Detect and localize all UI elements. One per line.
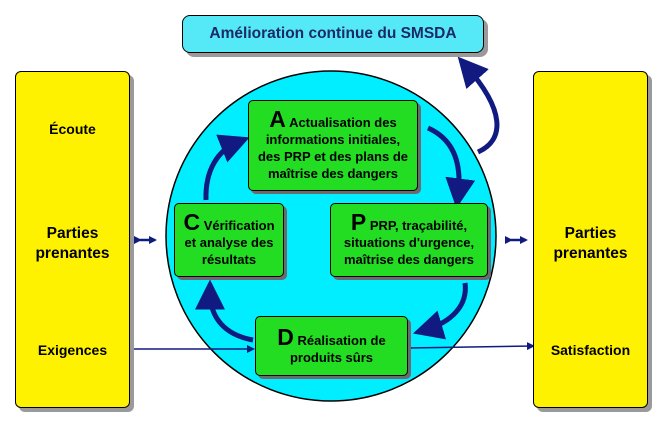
arrow-to-improvement — [457, 56, 500, 155]
arrow-c-to-a — [203, 134, 250, 201]
act-box: A Actualisation des informations initial… — [248, 100, 418, 191]
check-line3: résultats — [201, 252, 257, 267]
do-first-line: D Réalisation de — [277, 323, 386, 350]
do-line2: produits sûrs — [289, 349, 374, 365]
requirements-label: Exigences — [37, 342, 108, 358]
act-first-line: A Actualisation des — [269, 106, 397, 132]
arrow-p-to-d — [413, 282, 468, 340]
continual-improvement-box: Amélioration continue du SMSDA — [182, 15, 484, 53]
plan-first-line: P PRP, traçabilité, — [350, 209, 468, 235]
do-box: D Réalisation de produits sûrs — [255, 316, 408, 376]
do-letter: D — [277, 323, 294, 350]
check-line2: et analyse des — [184, 235, 274, 250]
act-letter: A — [269, 106, 286, 132]
left-stakeholder-panel: Écoute Parties prenantes Exigences — [15, 71, 130, 408]
plan-line3: maîtrise des dangers — [343, 252, 475, 267]
continual-improvement-label: Amélioration continue du SMSDA — [209, 25, 457, 42]
act-line2: informations initiales, — [265, 132, 401, 147]
satisfaction-label: Satisfaction — [550, 342, 631, 358]
plan-box: P PRP, traçabilité, situations d'urgence… — [330, 203, 488, 277]
check-box: C Vérification et analyse des résultats — [174, 203, 284, 277]
right-stakeholders-line1: Parties — [564, 225, 617, 242]
plan-line1: PRP, traçabilité, — [369, 218, 468, 233]
right-stakeholder-panel: Parties prenantes Satisfaction — [533, 71, 648, 408]
plan-line2: situations d'urgence, — [343, 235, 475, 250]
listening-label: Écoute — [49, 121, 96, 137]
plan-letter: P — [350, 209, 367, 235]
arrow-d-to-c — [195, 279, 254, 343]
act-line3: des PRP et des plans de — [257, 149, 409, 164]
satisfaction-flow-line — [407, 342, 535, 351]
arrow-a-to-p — [426, 125, 476, 209]
right-stakeholders-line2: prenantes — [553, 245, 628, 262]
act-line1: Actualisation des — [289, 115, 397, 130]
check-letter: C — [183, 209, 201, 235]
do-line1: Réalisation de — [297, 332, 386, 348]
check-first-line: C Vérification — [183, 209, 275, 235]
act-line4: maîtrise des dangers — [267, 166, 399, 181]
check-line1: Vérification — [203, 218, 275, 233]
left-stakeholders-line1: Parties — [46, 225, 99, 242]
left-stakeholders-line2: prenantes — [35, 245, 110, 262]
